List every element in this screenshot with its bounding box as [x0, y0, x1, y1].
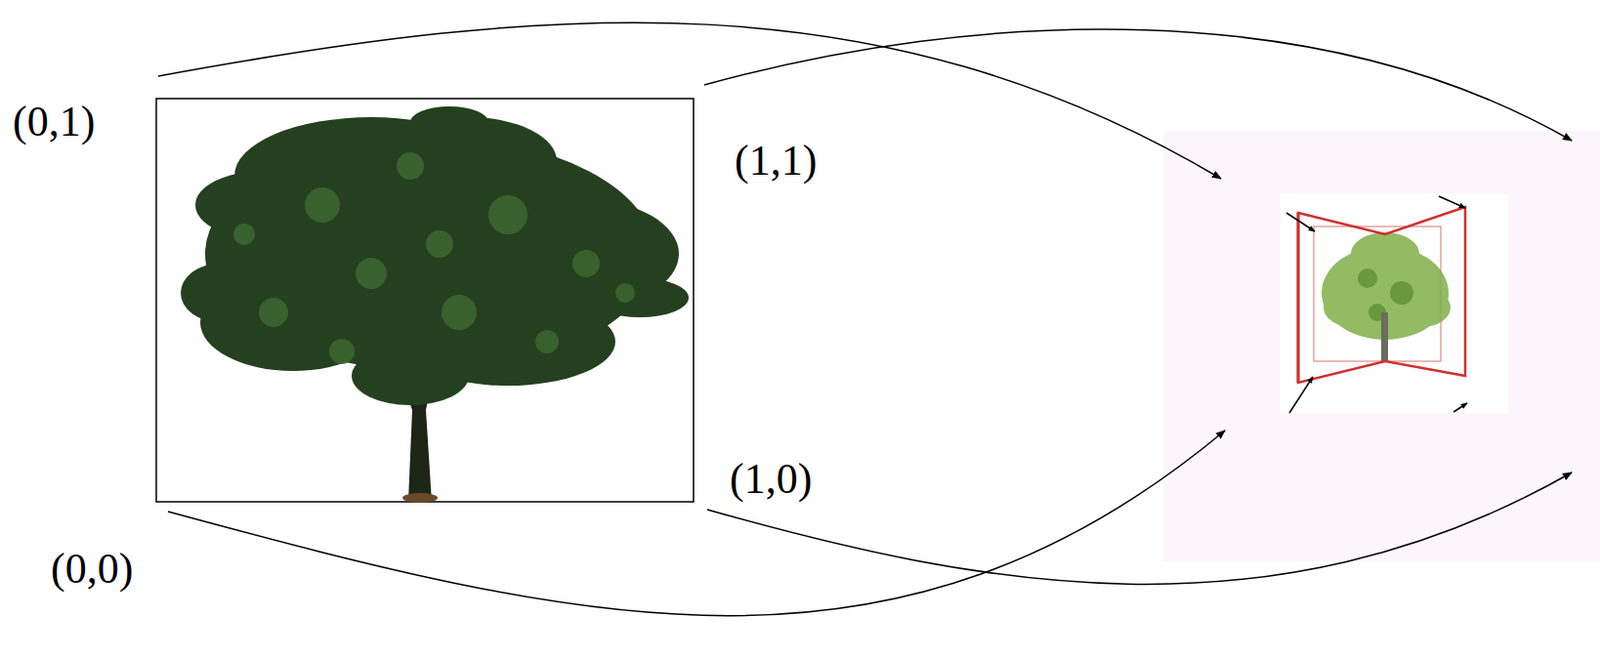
texture-frame	[156, 98, 694, 503]
corner-coordinate: (0,0)	[50, 547, 133, 591]
target-panel	[1163, 130, 1600, 562]
mapping-curves	[158, 22, 1572, 616]
tree-texture	[180, 106, 689, 504]
rendered-image	[1280, 193, 1509, 414]
corner-coordinate: (1,0)	[729, 458, 812, 502]
corner-coordinate: (0,1)	[12, 100, 95, 144]
corner-coordinate: (1,1)	[734, 139, 817, 183]
billboard-tree	[1286, 196, 1468, 414]
